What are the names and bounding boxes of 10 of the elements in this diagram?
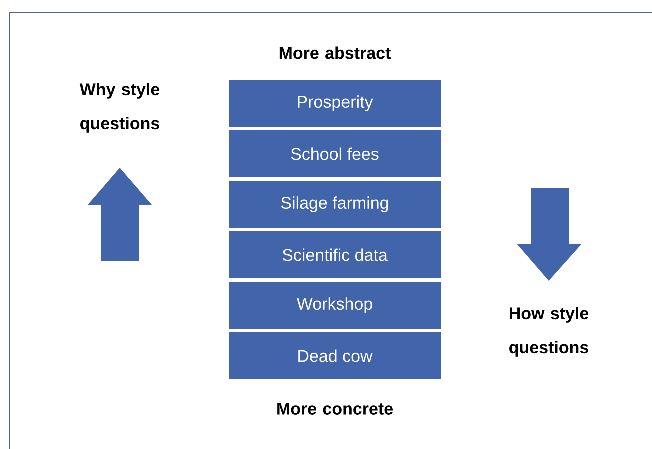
heading-text: More concrete	[278, 403, 393, 415]
level-box: Workshop	[229, 282, 441, 329]
heading-text: How style questions	[510, 307, 589, 357]
heading-text: Why style questions	[80, 83, 160, 133]
level-box: Prosperity	[229, 80, 441, 127]
heading-text: More abstract	[280, 46, 391, 60]
level-box: Dead cow	[229, 332, 441, 380]
level-box: School fees	[229, 130, 441, 178]
level-box: Silage farming	[229, 181, 441, 228]
level-box: Scientific data	[229, 232, 441, 278]
